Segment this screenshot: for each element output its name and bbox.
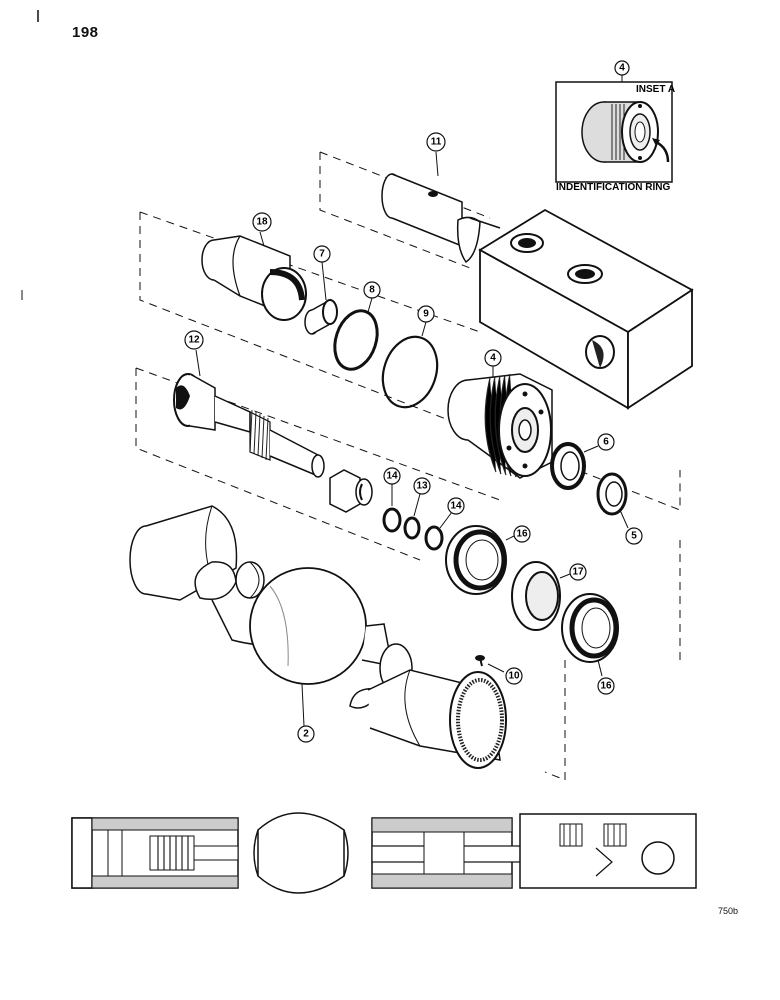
inset-title: INSET A: [636, 84, 675, 95]
callout-17: 17: [569, 563, 587, 581]
svg-text:2: 2: [303, 729, 309, 740]
callout-5: 5: [625, 527, 643, 545]
callout-16a: 16: [513, 525, 531, 543]
cross-section-strip: [71, 812, 697, 894]
callout-16b: 16: [597, 677, 615, 695]
callout-8: 8: [363, 281, 381, 299]
part-5-seal: [596, 472, 629, 529]
svg-text:16: 16: [600, 681, 612, 692]
part-12-rod: [173, 349, 325, 478]
figure-code: 750b: [718, 906, 739, 916]
callout-2: 2: [297, 725, 315, 743]
part-6-seal: [550, 442, 599, 490]
svg-text:13: 13: [416, 481, 428, 492]
svg-text:7: 7: [319, 249, 325, 260]
inset-callout: 4: [619, 63, 625, 74]
svg-text:18: 18: [256, 217, 268, 228]
svg-text:5: 5: [631, 531, 637, 542]
callout-7: 7: [313, 245, 331, 263]
part-8-ring: [333, 297, 379, 371]
svg-text:10: 10: [508, 671, 520, 682]
part-4-head: [447, 366, 553, 479]
part-17-ring: [511, 561, 571, 631]
callout-11: 11: [426, 132, 446, 152]
svg-text:14: 14: [386, 471, 398, 482]
rod-nut: [329, 469, 373, 513]
washers: [382, 484, 453, 551]
callout-12: 12: [184, 330, 204, 350]
svg-text:12: 12: [188, 335, 200, 346]
callout-6: 6: [597, 433, 615, 451]
inset-a: INSET A INDENTIFICATION RING 4: [555, 60, 675, 193]
svg-text:4: 4: [490, 353, 496, 364]
callout-14a: 14: [383, 467, 401, 485]
part-7-bushing: [304, 261, 338, 335]
part-2-barrel: [129, 505, 507, 769]
svg-text:8: 8: [369, 285, 375, 296]
part-9-ring: [381, 321, 439, 409]
callout-14b: 14: [447, 497, 465, 515]
callouts: 11 18 7 8 9 12 4 6 5 14 13 14 16 17 16 1…: [184, 132, 643, 743]
page-number: 198: [72, 24, 99, 41]
part-16-seal-a: [445, 525, 515, 595]
svg-text:6: 6: [603, 437, 609, 448]
callout-18: 18: [252, 212, 272, 232]
part-18-gland: [201, 231, 307, 321]
part-16-seal-b: [561, 593, 619, 677]
port-block: [478, 208, 694, 410]
callout-4: 4: [484, 349, 502, 367]
svg-text:9: 9: [423, 309, 429, 320]
callout-9: 9: [417, 305, 435, 323]
part-10-screw: [475, 655, 505, 673]
svg-text:16: 16: [516, 529, 528, 540]
svg-text:14: 14: [450, 501, 462, 512]
svg-text:17: 17: [572, 567, 584, 578]
inset-caption: INDENTIFICATION RING: [556, 182, 670, 193]
callout-13: 13: [413, 477, 431, 495]
svg-text:11: 11: [431, 137, 442, 148]
part-11-tube: [381, 151, 501, 264]
callout-10: 10: [505, 667, 523, 685]
